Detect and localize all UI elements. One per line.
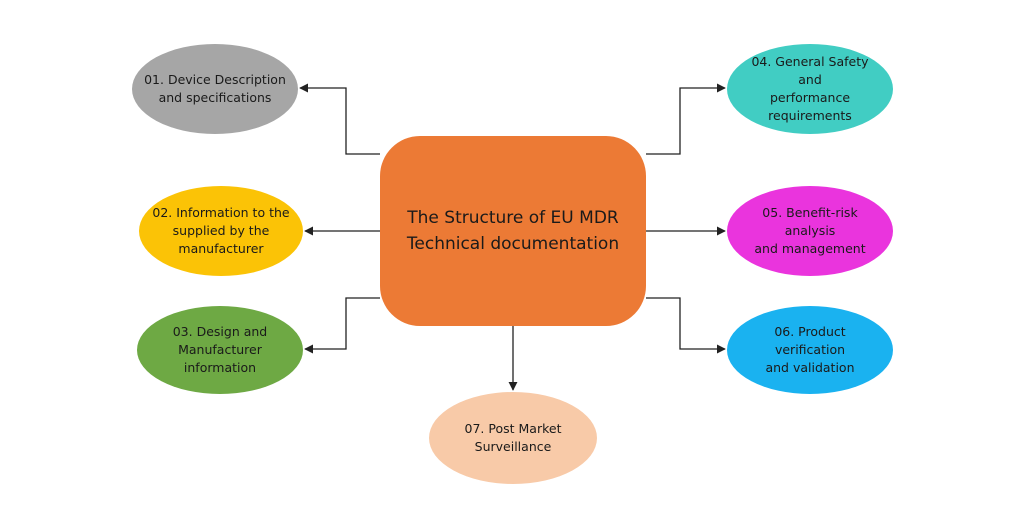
node-label: 02. Information to the supplied by the m… xyxy=(152,204,289,258)
node-label-line: 06. Product verification xyxy=(774,324,846,357)
connector-06 xyxy=(646,297,726,354)
node-label-line: 07. Post Market xyxy=(464,421,562,436)
node-post-market: 07. Post Market Surveillance xyxy=(429,392,597,484)
node-label: 01. Device Description and specification… xyxy=(144,71,286,107)
node-label-line: information xyxy=(183,360,257,375)
center-title-line1: The Structure of EU MDR xyxy=(407,208,619,228)
center-title: The Structure of EU MDR Technical docume… xyxy=(398,205,628,257)
center-title-line2: Technical documentation xyxy=(406,234,620,254)
node-label-line: 03. Design and xyxy=(172,324,268,339)
node-label-line: 01. Device Description xyxy=(144,72,286,87)
connector-01 xyxy=(299,83,380,155)
node-information-supplied: 02. Information to the supplied by the m… xyxy=(139,186,303,276)
node-label-line: manufacturer xyxy=(178,241,264,256)
node-label: 05. Benefit-risk analysis and management xyxy=(739,204,881,258)
connector-03 xyxy=(304,297,380,354)
node-label-line: performance xyxy=(769,90,851,105)
center-box: The Structure of EU MDR Technical docume… xyxy=(380,136,646,326)
node-label: 07. Post Market Surveillance xyxy=(465,420,562,456)
connector-04 xyxy=(646,83,726,155)
node-general-safety: 04. General Safety and performance requi… xyxy=(727,44,893,134)
node-label-line: 04. General Safety and xyxy=(751,54,869,87)
node-label-line: and validation xyxy=(765,360,855,375)
node-label: 03. Design and Manufacturer information xyxy=(173,323,268,377)
node-label-line: 02. Information to the xyxy=(152,205,290,220)
node-design-manufacturer: 03. Design and Manufacturer information xyxy=(137,306,303,394)
node-label-line: and specifications xyxy=(158,90,272,105)
node-device-description: 01. Device Description and specification… xyxy=(132,44,298,134)
node-label-line: Surveillance xyxy=(474,439,552,454)
node-product-verification: 06. Product verification and validation xyxy=(727,306,893,394)
node-label-line: 05. Benefit-risk analysis xyxy=(762,205,858,238)
node-label-line: and management xyxy=(754,241,866,256)
node-benefit-risk: 05. Benefit-risk analysis and management xyxy=(727,186,893,276)
node-label: 04. General Safety and performance requi… xyxy=(739,53,881,125)
node-label-line: supplied by the xyxy=(172,223,270,238)
node-label-line: Manufacturer xyxy=(178,342,262,357)
node-label: 06. Product verification and validation xyxy=(739,323,881,377)
node-label-line: requirements xyxy=(768,108,852,123)
